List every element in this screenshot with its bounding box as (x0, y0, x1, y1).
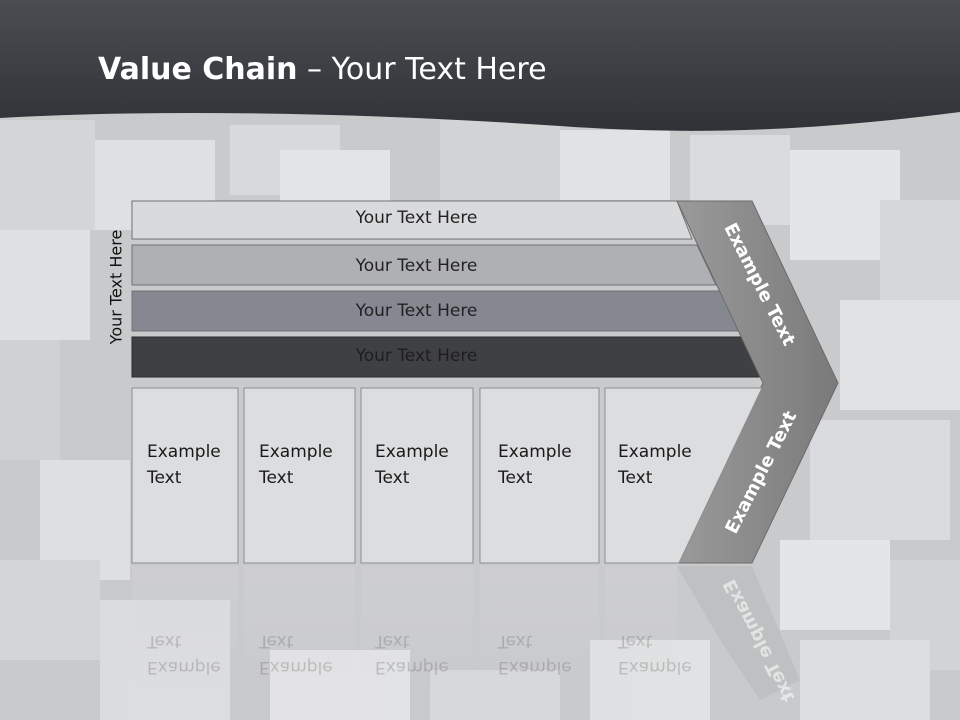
band-3-label: Your Text Here (355, 301, 478, 321)
chevron-arrow (676, 200, 839, 564)
activity-box-5 (604, 387, 763, 564)
band-1 (131, 200, 693, 240)
box-4-line1: Example (498, 442, 572, 462)
band-4-label: Your Text Here (355, 346, 478, 366)
box-3-line2: Text (375, 468, 410, 488)
header-bar (0, 0, 960, 131)
box-2-line2: Text (259, 468, 294, 488)
box-5-line2: Text (618, 468, 653, 488)
title-rest: – Your Text Here (297, 52, 547, 87)
band-1-label: Your Text Here (355, 208, 478, 228)
title-bold: Value Chain (98, 52, 298, 87)
band-2-label: Your Text Here (355, 256, 478, 276)
box-1-line2: Text (147, 468, 182, 488)
band-2 (131, 244, 717, 286)
box-2-line1: Example (259, 442, 333, 462)
activity-box-1 (131, 387, 239, 564)
box-5-line1: Example (618, 442, 692, 462)
reflection (132, 566, 800, 700)
activity-box-4 (479, 387, 600, 564)
activity-box-3 (360, 387, 474, 564)
slide-title: Value Chain – Your Text Here (98, 52, 547, 87)
box-4-line2: Text (498, 468, 533, 488)
box-3-line1: Example (375, 442, 449, 462)
side-label: Your Text Here (106, 229, 126, 345)
activity-box-2 (243, 387, 356, 564)
box-1-line1: Example (147, 442, 221, 462)
